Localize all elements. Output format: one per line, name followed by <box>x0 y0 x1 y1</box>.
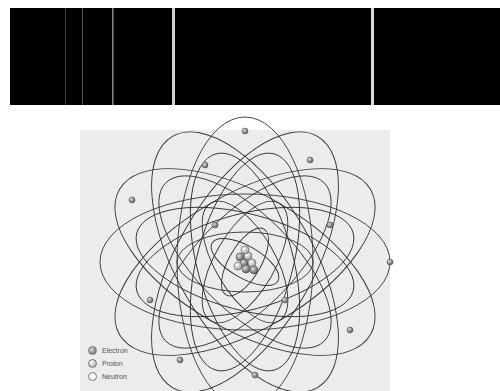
legend-label: Neutron <box>101 373 128 380</box>
legend-item: Electron <box>88 346 129 355</box>
legend-item: Neutron <box>88 372 128 381</box>
legend-swatch <box>88 359 97 368</box>
legend-swatch <box>88 346 97 355</box>
spectral-lines <box>65 8 374 105</box>
legend-label: Proton <box>101 360 124 367</box>
electrons <box>129 128 393 378</box>
orbits <box>85 102 404 391</box>
legend-label: Electron <box>101 347 129 354</box>
atom-panel <box>80 130 390 391</box>
legend-item: Proton <box>88 359 124 368</box>
nucleus <box>234 246 258 274</box>
legend-swatch <box>88 372 97 381</box>
spectrum-bar <box>10 8 500 105</box>
